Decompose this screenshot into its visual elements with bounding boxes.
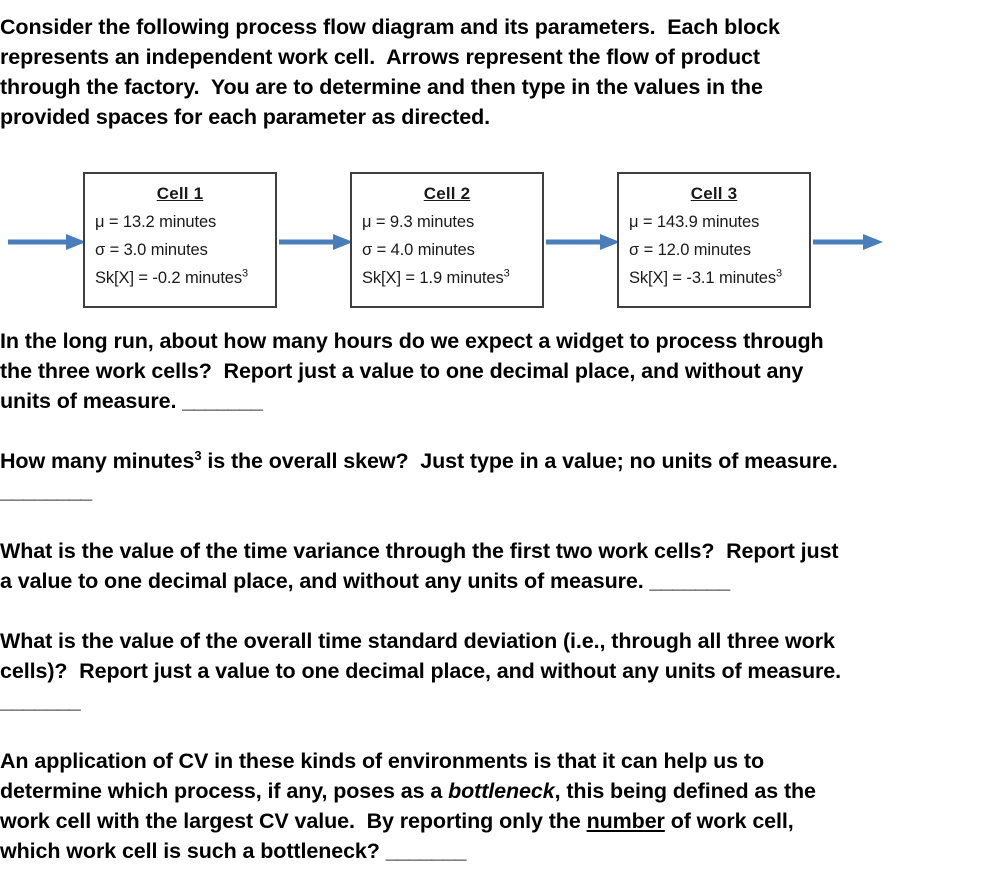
work-cell-box-2: Cell 2 μ = 9.3 minutes σ = 4.0 minutes S… [350,172,544,308]
question-3-answer-blank[interactable]: _______ [649,569,731,593]
intro-line-2: represents an independent work cell. Arr… [0,45,760,69]
flow-arrow-cell1-to-cell2 [279,232,353,252]
question-5-line-2-post: , this being defined as the [554,779,816,803]
questions-section: In the long run, about how many hours do… [0,326,985,866]
question-2: How many minutes3 is the overall skew? J… [0,446,985,506]
flow-arrow-cell2-to-cell3 [546,232,620,252]
question-1-line-3: units of measure. [0,389,183,413]
question-1-line-1: In the long run, about how many hours do… [0,329,824,353]
cell-1-skew-text: Sk[X] = -0.2 minutes [95,269,243,287]
cell-2-mean: μ = 9.3 minutes [362,213,475,231]
intro-paragraph: Consider the following process flow diag… [0,12,985,132]
cell-3-title: Cell 3 [690,184,738,203]
question-1-line-2: the three work cells? Report just a valu… [0,359,804,383]
question-5-answer-blank[interactable]: _______ [385,839,467,863]
question-4: What is the value of the overall time st… [0,626,985,716]
question-4-line-2: cells)? Report just a value to one decim… [0,659,842,683]
question-5: An application of CV in these kinds of e… [0,746,985,866]
question-1: In the long run, about how many hours do… [0,326,985,416]
cell-2-skew: Sk[X] = 1.9 minutes3 [362,267,542,288]
cell-2-title: Cell 2 [423,184,471,203]
inbound-flow-arrow [8,232,86,252]
cell-1-sigma: σ = 3.0 minutes [95,241,208,259]
work-cell-box-3: Cell 3 μ = 143.9 minutes σ = 12.0 minute… [617,172,811,308]
question-5-line-4: which work cell is such a bottleneck? [0,839,386,863]
question-3: What is the value of the time variance t… [0,536,985,596]
cell-2-sigma: σ = 4.0 minutes [362,241,475,259]
cell-3-skew-exponent: 3 [776,267,783,280]
cell-1-skew: Sk[X] = -0.2 minutes3 [95,267,275,288]
outbound-flow-arrow [813,232,883,252]
question-3-line-1: What is the value of the time variance t… [0,539,839,563]
cell-3-mean: μ = 143.9 minutes [629,213,760,231]
question-2-line-1-pre: How many minutes [0,449,195,473]
work-cell-box-1: Cell 1 μ = 13.2 minutes σ = 3.0 minutes … [83,172,277,308]
cell-1-title: Cell 1 [156,184,204,203]
cell-2-skew-text: Sk[X] = 1.9 minutes [362,269,504,287]
cell-3-skew-text: Sk[X] = -3.1 minutes [629,269,777,287]
question-4-line-1: What is the value of the overall time st… [0,629,835,653]
intro-line-4: provided spaces for each parameter as di… [0,105,491,129]
cell-2-skew-exponent: 3 [503,267,510,280]
question-5-number-emphasis: number [586,809,665,833]
cell-1-mean: μ = 13.2 minutes [95,213,217,231]
question-5-line-2-pre: determine which process, if any, poses a… [0,779,449,803]
question-5-bottleneck-emphasis: bottleneck [448,779,555,803]
question-4-answer-blank[interactable]: _______ [0,689,81,713]
process-flow-diagram: Cell 1 μ = 13.2 minutes σ = 3.0 minutes … [0,160,985,320]
question-5-line-3-pre: work cell with the largest CV value. By … [0,809,587,833]
cell-3-sigma: σ = 12.0 minutes [629,241,751,259]
intro-line-1: Consider the following process flow diag… [0,15,780,39]
question-3-line-2: a value to one decimal place, and withou… [0,569,650,593]
question-2-answer-blank[interactable]: ________ [0,479,92,503]
question-2-line-1-post: is the overall skew? Just type in a valu… [201,449,838,473]
question-5-line-3-post: of work cell, [664,809,794,833]
cell-1-skew-exponent: 3 [242,267,249,280]
question-2-exponent: 3 [194,447,202,463]
cell-3-skew: Sk[X] = -3.1 minutes3 [629,267,809,288]
question-1-answer-blank[interactable]: _______ [182,389,263,413]
intro-line-3: through the factory. You are to determin… [0,75,763,99]
question-5-line-1: An application of CV in these kinds of e… [0,749,765,773]
